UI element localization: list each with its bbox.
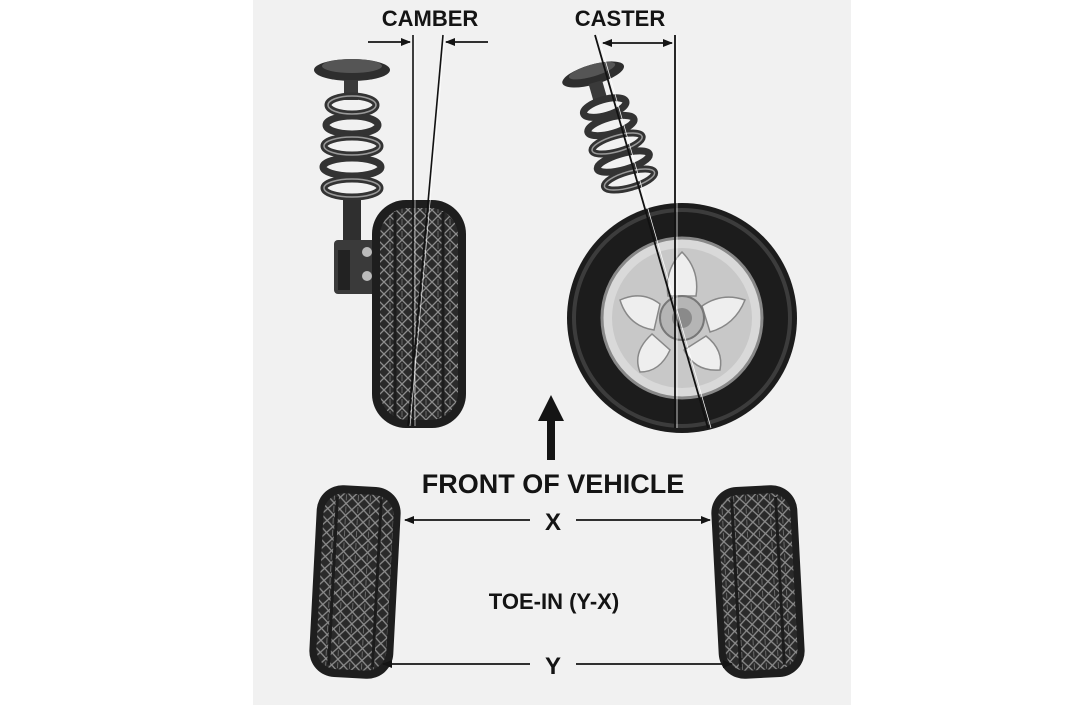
- camber-label: CAMBER: [382, 6, 479, 31]
- front-of-vehicle-label: FRONT OF VEHICLE: [422, 469, 685, 499]
- camber-strut: [314, 59, 390, 294]
- camber-tire: [372, 200, 466, 428]
- front-arrow: [538, 395, 564, 460]
- x-label: X: [545, 509, 561, 536]
- caster-label: CASTER: [575, 6, 666, 31]
- toe-in-label: TOE-IN (Y-X): [489, 589, 619, 614]
- y-label: Y: [545, 653, 561, 680]
- caster-reference-lines: [594, 34, 712, 429]
- caster-strut: [562, 61, 659, 194]
- toe-left-tire: [309, 485, 401, 679]
- camber-reference-lines: [407, 34, 446, 427]
- toe-right-tire: [711, 485, 805, 679]
- caster-wheel: [567, 203, 797, 433]
